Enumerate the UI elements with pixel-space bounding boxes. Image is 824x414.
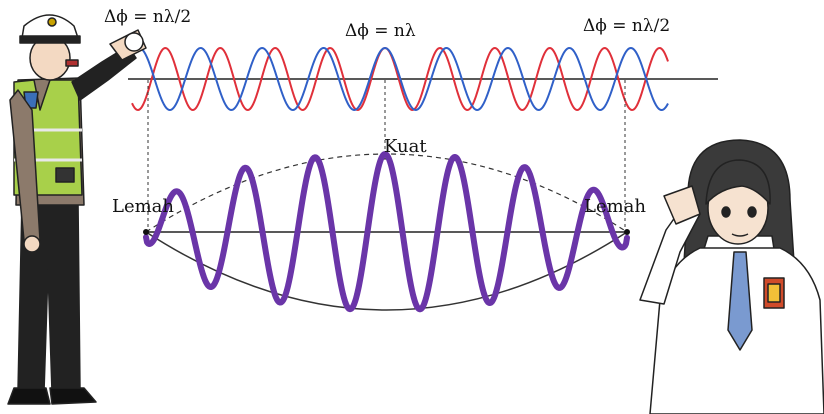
resultant-wave-group — [143, 154, 630, 310]
whistle-icon — [66, 60, 78, 66]
phase-label-center: Δϕ = nλ — [345, 21, 416, 41]
envelope-top — [146, 154, 627, 232]
strong-label: Kuat — [384, 136, 427, 157]
student-girl-figure — [640, 140, 824, 414]
source-waves — [128, 48, 718, 110]
phase-label-left: Δϕ = nλ/2 — [104, 7, 191, 27]
node-point-right — [624, 229, 630, 235]
weak-label-left: Lemah — [112, 196, 174, 217]
node-point-left — [143, 229, 149, 235]
weak-label-right: Lemah — [584, 196, 646, 217]
phase-label-right: Δϕ = nλ/2 — [583, 16, 670, 36]
